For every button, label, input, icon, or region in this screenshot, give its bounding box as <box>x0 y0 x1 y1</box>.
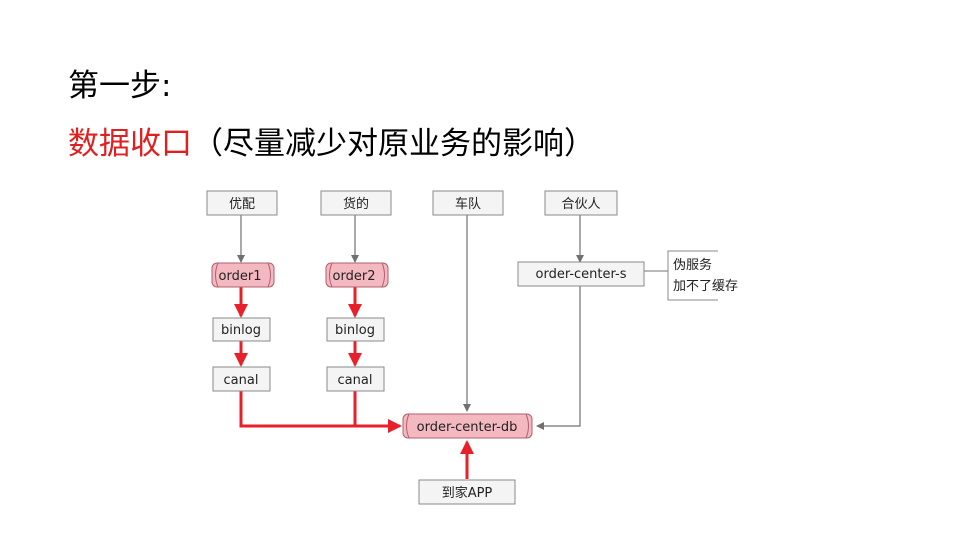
note-pseudo-service: 伪服务 加不了缓存 <box>667 250 738 301</box>
edge-canal1-db <box>239 391 402 433</box>
node-order1-queue: order1 <box>211 262 275 288</box>
node-huode-label: 货的 <box>343 196 369 212</box>
node-hehuoren: 合伙人 <box>544 190 618 216</box>
node-binlog-2: binlog <box>326 317 385 342</box>
node-binlog-1: binlog <box>212 317 271 342</box>
node-youpei: 优配 <box>206 190 278 216</box>
node-canal-1-label: canal <box>224 373 259 388</box>
node-binlog-1-label: binlog <box>221 323 261 338</box>
node-order1-label: order1 <box>219 269 262 284</box>
step-title: 第一步: <box>68 68 172 104</box>
node-chedui: 车队 <box>432 190 504 216</box>
node-canal-1: canal <box>212 366 271 392</box>
node-order2-label: order2 <box>333 269 376 284</box>
main-title-highlight: 数据收口 <box>68 126 192 162</box>
main-title: 数据收口（尽量减少对原业务的影响） <box>68 124 595 164</box>
node-huode: 货的 <box>320 190 392 216</box>
node-chedui-label: 车队 <box>455 196 481 212</box>
main-title-rest: （尽量减少对原业务的影响） <box>192 126 595 162</box>
node-canal-2: canal <box>326 366 385 392</box>
node-order-center-db-label: order-center-db <box>417 420 518 435</box>
node-canal-2-label: canal <box>338 373 373 388</box>
node-daojia-app-label: 到家APP <box>442 485 493 501</box>
note-line-2: 加不了缓存 <box>673 279 738 294</box>
node-order-center-s-label: order-center-s <box>536 267 627 282</box>
node-order-center-db: order-center-db <box>402 413 533 439</box>
node-order2-queue: order2 <box>325 262 389 288</box>
edge-service-db <box>536 285 581 430</box>
node-daojia-app: 到家APP <box>418 479 516 505</box>
note-line-1: 伪服务 <box>673 257 712 273</box>
node-binlog-2-label: binlog <box>335 323 375 338</box>
node-hehuoren-label: 合伙人 <box>561 197 600 212</box>
node-order-center-s: order-center-s <box>517 261 645 287</box>
node-youpei-label: 优配 <box>229 197 255 212</box>
